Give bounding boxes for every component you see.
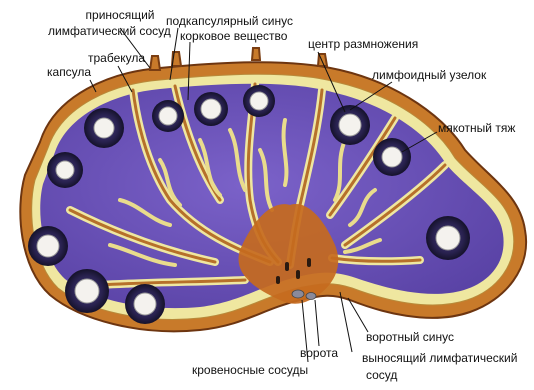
nodule	[84, 108, 124, 148]
nodule	[28, 226, 68, 266]
label-efferent-vessel-line2: сосуд	[366, 369, 397, 382]
label-germinal-center: центр размножения	[308, 38, 418, 51]
nodule	[426, 216, 470, 260]
nodule	[152, 100, 184, 132]
label-hilum: ворота	[300, 347, 338, 360]
nodule	[65, 269, 109, 313]
label-cortex: корковое вещество	[180, 30, 287, 43]
label-subcapsular-sinus: подкапсулярный синус	[166, 15, 293, 28]
label-medullary-cord: мякотный тяж	[438, 122, 515, 135]
label-capsule: капсула	[47, 66, 91, 79]
nodule	[330, 105, 370, 145]
nodule	[243, 85, 275, 117]
nodule	[373, 138, 411, 176]
label-trabecula: трабекула	[88, 52, 145, 65]
label-efferent-vessel-line1: выносящий лимфатический	[362, 352, 517, 365]
label-hilar-sinus: воротный синус	[366, 331, 454, 344]
label-afferent-vessel-line1: приносящий	[80, 9, 160, 22]
label-blood-vessels: кровеносные сосуды	[192, 364, 308, 377]
label-lymphoid-nodule: лимфоидный узелок	[372, 69, 486, 82]
nodule	[194, 92, 228, 126]
nodule	[47, 152, 83, 188]
nodule	[125, 284, 165, 324]
label-afferent-vessel-line2: лимфатический сосуд	[48, 25, 171, 38]
